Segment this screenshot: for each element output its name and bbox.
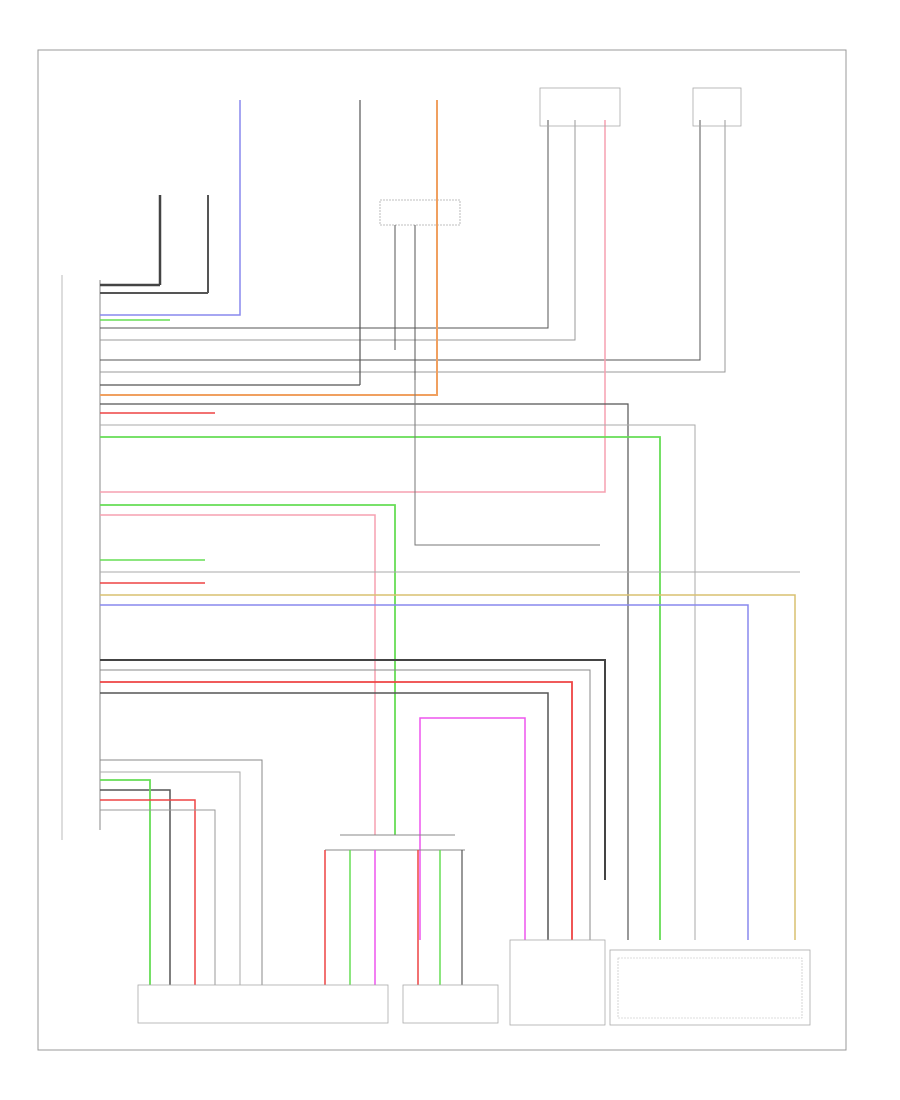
blue-wire-long (100, 604, 749, 940)
stop-lamp-inner (617, 957, 803, 1019)
gray-wire-c (100, 120, 701, 361)
multi-display-bottom-box (137, 984, 389, 1024)
junction-block (379, 199, 461, 226)
yellow-wire (100, 594, 796, 940)
pink-wire-mid (100, 514, 376, 835)
junction-to-mid (414, 380, 600, 546)
front-door-speaker-box (692, 87, 742, 127)
gray-wire-d (100, 120, 726, 373)
orange-wire (100, 100, 438, 396)
wire-bl-3 (100, 789, 171, 985)
dark-wire-right (100, 403, 629, 940)
camera-connector-box (509, 939, 606, 1026)
blue-wire-top (100, 100, 241, 316)
green-wire-mid (100, 504, 396, 835)
gray-wire-a (100, 120, 549, 329)
wire-bl-4 (100, 809, 216, 985)
gray-wire-lower (100, 669, 591, 940)
wire-bl-red (100, 799, 196, 985)
dark-wire-lower (100, 659, 606, 880)
stop-lamp-box (609, 949, 811, 1026)
magenta-wire (419, 717, 526, 940)
gray-wire-b (100, 120, 576, 341)
diagram-frame (37, 49, 847, 1051)
wire-bl-green (100, 779, 151, 985)
radio-receiver-box (402, 984, 499, 1024)
dark-wire-lower-2 (100, 692, 549, 940)
green-wire-right (100, 436, 661, 940)
wire-bl-2 (100, 771, 241, 985)
main-ecu-box (539, 87, 621, 127)
pink-wire-long (100, 120, 606, 493)
gray-wire-right (100, 424, 696, 940)
red-wire-lower (100, 681, 573, 940)
wire-bl-1 (100, 759, 263, 985)
